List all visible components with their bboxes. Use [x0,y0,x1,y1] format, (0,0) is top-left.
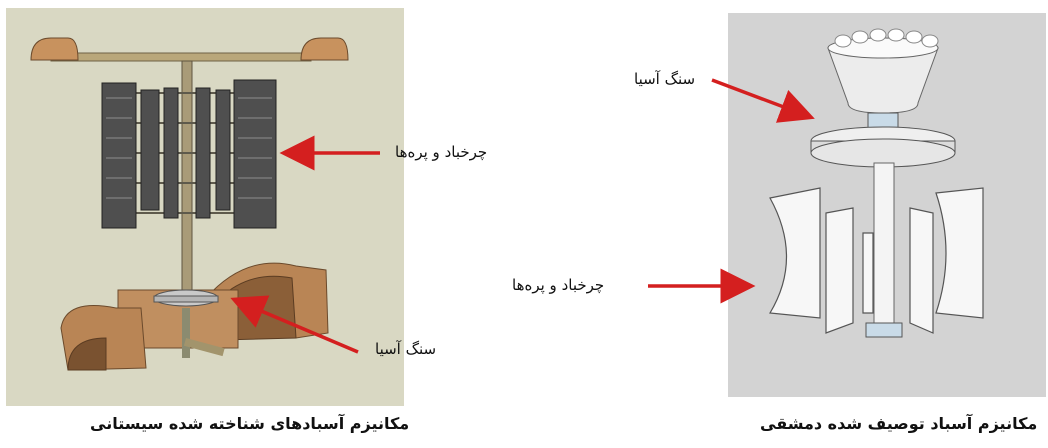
sistani-windmill-panel [6,8,404,406]
left-millstone-label: سنگ آسیا [375,340,437,358]
damascene-windmill-panel [728,13,1046,397]
right-caption: مکانیزم آسباد توصیف شده دمشقی [760,414,1038,433]
damascene-windmill-illustration [768,28,984,338]
left-millstone-arrow [230,295,359,354]
right-rotor-blades-label: چرخباد و پره‌ها [512,276,605,294]
left-rotor-blades-label: چرخباد و پره‌ها [395,143,488,161]
left-caption: مکانیزم آسبادهای شناخته شده سیستانی [90,414,410,433]
right-millstone-label: سنگ آسیا [634,70,696,88]
right-millstone-arrow [711,78,815,123]
